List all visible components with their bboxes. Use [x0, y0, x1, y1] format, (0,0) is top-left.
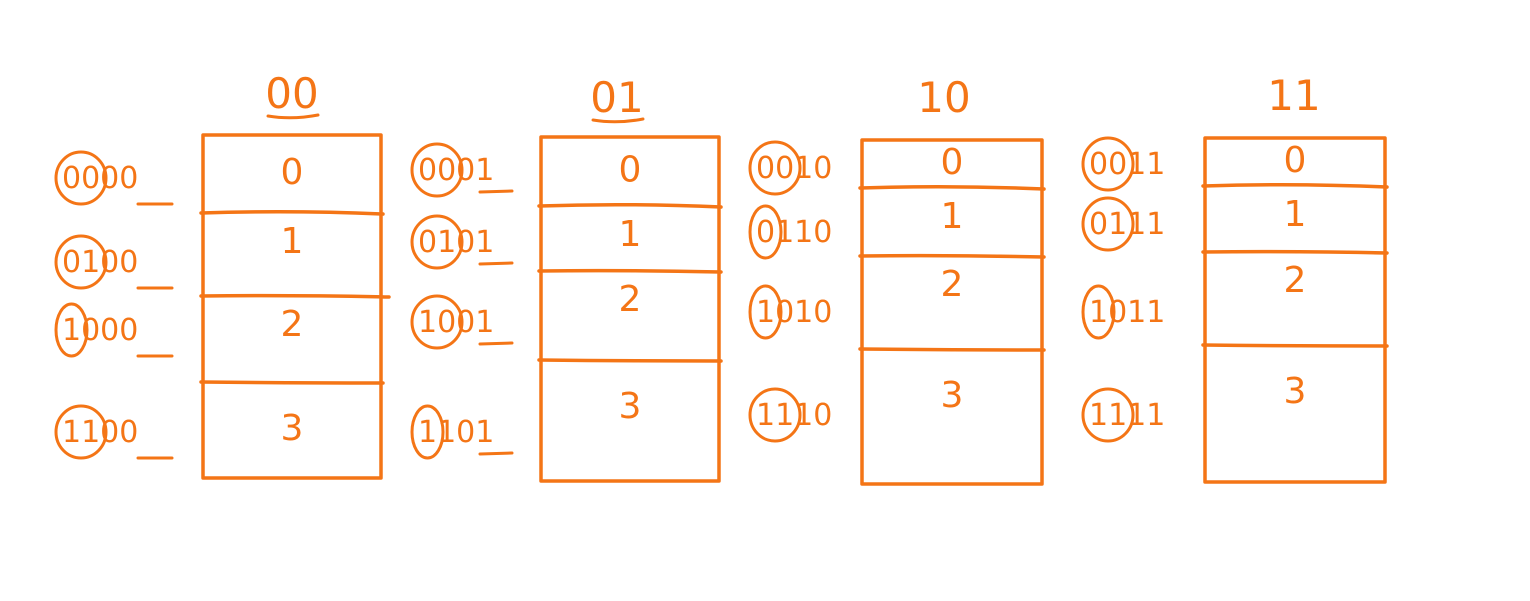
address-text: 0010 [756, 151, 832, 186]
index-bits-circle [748, 140, 802, 196]
cell-value: 1 [281, 221, 304, 262]
column-11: 11 0 1 2 3 0011 0111 1011 1111 [1081, 71, 1389, 484]
address-label: 0111 [1081, 196, 1165, 252]
cell-value: 2 [1284, 260, 1307, 301]
column-header: 00 [265, 69, 318, 118]
address-label: 1001 [410, 294, 514, 350]
address-label: 1100 [54, 404, 174, 460]
address-text: 1111 [1089, 398, 1165, 433]
address-text: 1100 [62, 415, 138, 450]
row-divider [537, 268, 723, 274]
index-bits-circle [748, 387, 802, 443]
index-bits-circle [54, 150, 108, 206]
cell-value: 1 [941, 196, 964, 237]
cell-value: 2 [619, 279, 642, 320]
index-bits-circle [410, 214, 464, 270]
address-text: 1011 [1089, 295, 1165, 330]
header-underline [266, 113, 320, 120]
cell-value: 0 [281, 152, 304, 193]
row-divider [1201, 182, 1389, 189]
address-text: 0000 [62, 161, 138, 196]
index-bits-circle [1081, 387, 1135, 443]
address-label: 0001 [410, 142, 514, 198]
cell-value: 0 [1284, 140, 1307, 181]
offset-bits-underline [478, 189, 514, 194]
address-label: 0110 [748, 204, 832, 260]
address-label: 1110 [748, 387, 832, 443]
address-text: 0111 [1089, 207, 1165, 242]
column-header: 11 [1267, 71, 1320, 120]
row-divider [858, 184, 1046, 191]
row-divider [1201, 343, 1389, 348]
cell-value: 3 [1284, 371, 1307, 412]
columns-layer: 0001230000010010001100010123000101011001… [54, 69, 1389, 486]
index-bits-circle [1081, 196, 1135, 252]
address-label: 0000 [54, 150, 174, 206]
address-label: 0010 [748, 140, 832, 196]
address-label: 0011 [1081, 136, 1165, 192]
address-label: 1101 [410, 404, 514, 460]
row-divider [858, 253, 1046, 259]
cell-value: 2 [281, 304, 304, 345]
address-label: 0100 [54, 234, 174, 290]
offset-bits-underline [478, 341, 514, 346]
address-label: 1010 [748, 284, 832, 340]
index-bits-circle [54, 234, 108, 290]
row-divider [858, 347, 1046, 352]
address-text: 1010 [756, 295, 832, 330]
row-divider [199, 380, 385, 385]
row-divider [199, 293, 391, 299]
address-label: 0101 [410, 214, 514, 270]
address-label: 1000 [54, 302, 174, 358]
cell-value: 0 [619, 150, 642, 191]
cell-value: 1 [619, 214, 642, 255]
row-divider [537, 358, 723, 363]
index-bits-circle [748, 204, 783, 260]
address-text: 1101 [418, 415, 494, 450]
index-bits-circle [410, 294, 464, 350]
column-header: 01 [590, 73, 643, 122]
block-box [860, 138, 1044, 486]
index-bits-circle [54, 404, 108, 460]
address-label: 1011 [1081, 284, 1165, 340]
address-text: 0001 [418, 153, 494, 188]
cell-value: 2 [941, 264, 964, 305]
index-bits-circle [410, 404, 445, 460]
block-box [201, 133, 383, 480]
index-bits-circle [410, 142, 464, 198]
index-bits-circle [748, 284, 783, 340]
cell-value: 1 [1284, 194, 1307, 235]
column-10: 10 0 1 2 3 0010 0110 1010 1110 [748, 73, 1046, 486]
row-divider [537, 202, 723, 209]
address-text: 0110 [756, 215, 832, 250]
address-text: 0011 [1089, 147, 1165, 182]
address-text: 0101 [418, 225, 494, 260]
cell-value: 3 [619, 386, 642, 427]
index-bits-circle [1081, 284, 1116, 340]
offset-bits-underline [478, 451, 514, 456]
address-text: 1110 [756, 398, 832, 433]
address-text: 0100 [62, 245, 138, 280]
row-divider [1201, 249, 1389, 255]
block-box [539, 135, 721, 483]
row-divider [199, 209, 385, 216]
column-header: 10 [917, 73, 970, 122]
index-bits-circle [1081, 136, 1135, 192]
block-box [1203, 136, 1387, 484]
cell-value: 3 [941, 375, 964, 416]
address-text: 1001 [418, 305, 494, 340]
header-underline [591, 117, 645, 124]
address-text: 1000 [62, 313, 138, 348]
offset-bits-underline [478, 261, 514, 266]
address-label: 1111 [1081, 387, 1165, 443]
cell-value: 0 [941, 142, 964, 183]
cell-value: 3 [281, 408, 304, 449]
index-bits-circle [54, 302, 89, 358]
